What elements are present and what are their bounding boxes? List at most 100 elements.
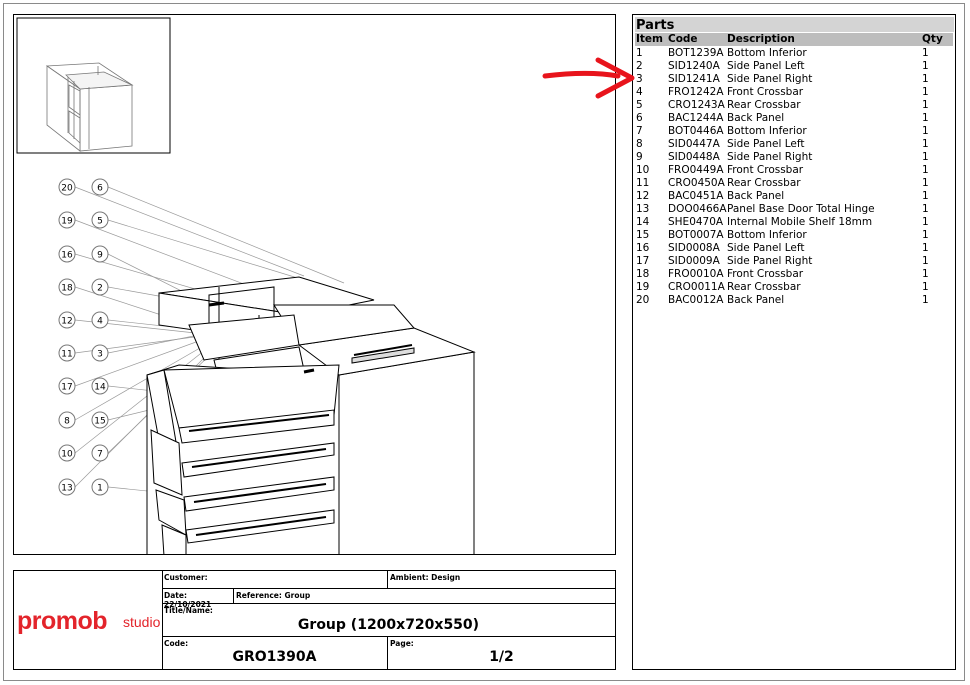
row-code: BOT0446A bbox=[668, 125, 724, 137]
svg-text:10: 10 bbox=[61, 450, 73, 460]
date-cell: Date: 22/10/2021 bbox=[162, 589, 234, 609]
row-description: Side Panel Right bbox=[727, 255, 813, 267]
callout-right-4: 4 bbox=[91, 311, 109, 329]
title-cell: Title/Name: Group (1200x720x550) bbox=[162, 604, 615, 637]
svg-text:11: 11 bbox=[61, 350, 72, 360]
row-qty: 1 bbox=[922, 268, 929, 280]
row-item: 20 bbox=[636, 294, 650, 306]
row-code: BAC1244A bbox=[668, 112, 724, 124]
callout-left-12: 12 bbox=[58, 311, 76, 329]
row-qty: 1 bbox=[922, 203, 929, 215]
row-code: BOT1239A bbox=[668, 47, 724, 59]
svg-text:18: 18 bbox=[61, 284, 73, 294]
row-item: 7 bbox=[636, 125, 643, 137]
row-item: 18 bbox=[636, 268, 650, 280]
code-cell: Code: GRO1390A bbox=[162, 637, 388, 669]
svg-text:15: 15 bbox=[94, 417, 105, 427]
callout-left-20: 20 bbox=[58, 178, 76, 196]
row-description: Back Panel bbox=[727, 294, 785, 306]
row-description: Side Panel Left bbox=[727, 60, 805, 72]
callout-right-1: 1 bbox=[91, 478, 109, 496]
row-qty: 1 bbox=[922, 99, 929, 111]
assembly-drawing: 20 19 16 18 12 11 17 8 10 13 6 5 9 2 4 3… bbox=[16, 17, 476, 554]
row-code: CRO0450A bbox=[668, 177, 725, 189]
row-code: SID1241A bbox=[668, 73, 720, 85]
drawing-area: 20 19 16 18 12 11 17 8 10 13 6 5 9 2 4 3… bbox=[13, 14, 616, 555]
row-code: FRO1242A bbox=[668, 86, 724, 98]
row-item: 5 bbox=[636, 99, 643, 111]
page-border bbox=[3, 3, 965, 681]
header-code: Code bbox=[668, 33, 698, 45]
row-code: SID0008A bbox=[668, 242, 720, 254]
callout-right-7: 7 bbox=[91, 444, 109, 462]
row-description: Panel Base Door Total Hinge bbox=[727, 203, 875, 215]
svg-text:16: 16 bbox=[61, 251, 73, 261]
row-code: BOT0007A bbox=[668, 229, 724, 241]
red-arrow-icon bbox=[542, 57, 635, 99]
row-item: 11 bbox=[636, 177, 650, 189]
row-qty: 1 bbox=[922, 190, 929, 202]
svg-text:9: 9 bbox=[97, 251, 103, 261]
svg-text:2: 2 bbox=[97, 284, 103, 294]
row-code: SID0448A bbox=[668, 151, 720, 163]
callout-right-5: 5 bbox=[91, 211, 109, 229]
row-description: Side Panel Right bbox=[727, 73, 813, 85]
row-code: CRO1243A bbox=[668, 99, 725, 111]
svg-text:1: 1 bbox=[97, 484, 103, 494]
row-description: Back Panel bbox=[727, 190, 785, 202]
row-qty: 1 bbox=[922, 229, 929, 241]
row-item: 2 bbox=[636, 60, 643, 72]
row-item: 8 bbox=[636, 138, 643, 150]
row-item: 1 bbox=[636, 47, 643, 59]
customer-label: Customer: bbox=[164, 573, 208, 582]
callout-left-13: 13 bbox=[58, 478, 76, 496]
callout-left-17: 17 bbox=[58, 377, 76, 395]
row-description: Side Panel Right bbox=[727, 151, 813, 163]
thumbnail-cabinet bbox=[45, 62, 134, 152]
row-item: 15 bbox=[636, 229, 650, 241]
row-qty: 1 bbox=[922, 281, 929, 293]
row-qty: 1 bbox=[922, 112, 929, 124]
row-qty: 1 bbox=[922, 242, 929, 254]
row-qty: 1 bbox=[922, 60, 929, 72]
title-block: promob studio Customer: Ambient: Design … bbox=[13, 570, 616, 670]
row-qty: 1 bbox=[922, 216, 929, 228]
row-item: 9 bbox=[636, 151, 643, 163]
header-description: Description bbox=[727, 33, 795, 45]
row-description: Bottom Inferior bbox=[727, 125, 807, 137]
svg-text:12: 12 bbox=[61, 317, 72, 327]
code-value: GRO1390A bbox=[232, 649, 317, 665]
row-qty: 1 bbox=[922, 164, 929, 176]
row-item: 19 bbox=[636, 281, 650, 293]
row-description: Rear Crossbar bbox=[727, 99, 801, 111]
row-code: SHE0470A bbox=[668, 216, 724, 228]
callout-right-15: 15 bbox=[91, 411, 109, 429]
callout-left-10: 10 bbox=[58, 444, 76, 462]
parts-header-row: Item Code Description Qty bbox=[635, 33, 953, 46]
row-description: Front Crossbar bbox=[727, 86, 804, 98]
svg-text:19: 19 bbox=[61, 217, 73, 227]
row-qty: 1 bbox=[922, 294, 929, 306]
row-qty: 1 bbox=[922, 86, 929, 98]
row-description: Side Panel Left bbox=[727, 138, 805, 150]
title-label: Title/Name: bbox=[164, 606, 213, 615]
row-item: 3 bbox=[636, 73, 643, 85]
row-item: 12 bbox=[636, 190, 650, 202]
svg-text:14: 14 bbox=[94, 383, 106, 393]
row-item: 14 bbox=[636, 216, 650, 228]
promob-logo: promob studio bbox=[14, 571, 163, 669]
